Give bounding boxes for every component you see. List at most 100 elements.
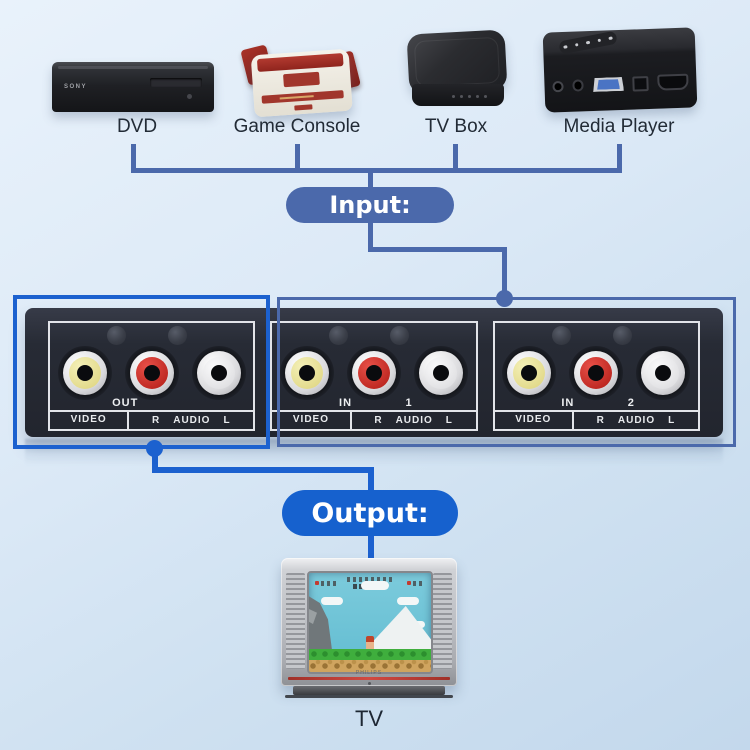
- panel-reflection: [25, 439, 723, 466]
- game-console-cartridge-slot: [283, 71, 320, 88]
- media-player-body: [542, 27, 698, 113]
- input-elbow-line: [368, 247, 507, 252]
- game-console-top-stripe: [256, 53, 344, 73]
- output-drop-line: [368, 467, 374, 492]
- tv-box-buttons: [452, 95, 488, 98]
- input-line-to-panel: [502, 247, 507, 299]
- tv-speaker-grille-left: [286, 573, 305, 669]
- player-character-sprite: [366, 636, 374, 649]
- tv-brand-text: PHILIPS: [355, 670, 383, 676]
- input-stub-tv-box: [453, 144, 458, 173]
- input-badge: Input:: [286, 187, 454, 223]
- game-console-illustration: [240, 26, 361, 120]
- screw-icon: [107, 326, 127, 345]
- video-label: VIDEO: [272, 412, 352, 429]
- audio-r-label: R: [596, 414, 605, 426]
- audio-label: AUDIO: [617, 414, 656, 426]
- section-in2-label: IN: [561, 397, 575, 409]
- video-jack-out: [57, 346, 112, 400]
- label-tv: TV: [354, 706, 384, 731]
- tv-body: PHILIPS: [281, 558, 457, 686]
- dvd-top-highlight: [58, 66, 208, 69]
- tv-foot: [285, 695, 453, 698]
- cloud-sprite: [321, 597, 343, 605]
- vga-port-icon: [593, 77, 624, 92]
- input-stub-dvd: [131, 144, 136, 173]
- output-line-to-tv: [368, 535, 374, 562]
- audio-labels: R AUDIO L: [129, 413, 253, 429]
- audio-r-jack-out: [124, 346, 179, 400]
- cloud-sprite: [397, 597, 419, 605]
- output-badge: Output:: [282, 490, 458, 536]
- section-in-2: IN 2 VIDEO R AUDIO L: [492, 321, 700, 431]
- input-drop-line: [368, 168, 373, 190]
- tv-screen: [307, 571, 433, 674]
- media-player-illustration: [542, 27, 698, 113]
- audio-l-label: L: [445, 414, 453, 426]
- game-hud: [321, 581, 337, 586]
- tv-illustration: PHILIPS: [281, 558, 457, 698]
- dvd-player-illustration: SONY: [52, 62, 214, 112]
- dvd-body: SONY: [52, 62, 214, 112]
- mountain-sprite: [365, 606, 431, 650]
- output-elbow-line: [152, 467, 374, 473]
- tv-power-dot: [368, 682, 371, 685]
- screw-icon: [329, 326, 349, 345]
- game-hud: [413, 581, 425, 586]
- audio-label: AUDIO: [395, 414, 433, 426]
- av-switch-panel: OUT VIDEO R AUDIO L: [25, 308, 723, 437]
- section-in1-number: 1: [405, 397, 412, 409]
- audio-labels: R AUDIO L: [352, 413, 476, 429]
- dc-port-icon: [552, 80, 564, 92]
- game-console-front-stripe: [261, 90, 344, 104]
- label-dvd: DVD: [116, 116, 158, 137]
- audio-l-jack-out: [191, 346, 246, 400]
- label-tv-box: TV Box: [424, 116, 488, 137]
- video-label: VIDEO: [495, 412, 574, 429]
- section-out-label: OUT: [112, 397, 139, 409]
- audio-l-jack-in2: [636, 346, 691, 400]
- dvd-brand-text: SONY: [64, 84, 88, 90]
- audio-l-label: L: [668, 414, 676, 426]
- tv-red-stripe: [288, 677, 450, 680]
- section-in2-band: VIDEO R AUDIO L: [494, 410, 698, 429]
- input-line-below-badge: [368, 222, 373, 252]
- hdmi-port-icon: [657, 73, 689, 91]
- in-sections-highlight-box: [277, 297, 736, 447]
- video-jack-in1: [279, 346, 334, 400]
- out-section-highlight-box: [13, 295, 270, 449]
- game-hud-icon: [407, 581, 411, 585]
- game-hud: [347, 577, 393, 582]
- video-label: VIDEO: [50, 412, 130, 429]
- section-in1-band: VIDEO R AUDIO L: [272, 410, 476, 429]
- screw-icon: [168, 326, 188, 345]
- audio-r-jack-in1: [346, 346, 401, 400]
- audio-l-label: L: [223, 414, 231, 426]
- tv-box-front-face: [412, 84, 504, 106]
- tv-box-illustration: [404, 28, 510, 112]
- game-console-eject-lever: [294, 104, 313, 111]
- audio-r-jack-in2: [569, 346, 624, 400]
- section-out: OUT VIDEO R AUDIO L: [48, 321, 256, 431]
- label-game-console: Game Console: [233, 116, 361, 137]
- audio-l-jack-in1: [414, 346, 469, 400]
- video-jack-in2: [502, 346, 557, 400]
- input-connector-dot: [496, 290, 513, 307]
- av-jack-icon: [572, 79, 585, 92]
- section-in2-number: 2: [627, 397, 634, 409]
- screw-icon: [551, 326, 571, 345]
- tv-speaker-grille-right: [433, 573, 452, 669]
- cloud-sprite: [361, 581, 389, 590]
- grass-platform: [309, 649, 431, 660]
- media-player-ports: [552, 70, 689, 99]
- game-hud-icon: [315, 581, 319, 585]
- dvd-power-button-icon: [187, 94, 192, 99]
- media-player-buttons: [558, 30, 618, 55]
- input-stub-media-player: [617, 144, 622, 173]
- dvd-disc-tray: [150, 78, 202, 87]
- label-media-player: Media Player: [563, 116, 675, 137]
- optical-port-icon: [632, 75, 649, 92]
- section-in1-label: IN: [339, 397, 353, 409]
- section-in-1: IN 1 VIDEO R AUDIO L: [270, 321, 478, 431]
